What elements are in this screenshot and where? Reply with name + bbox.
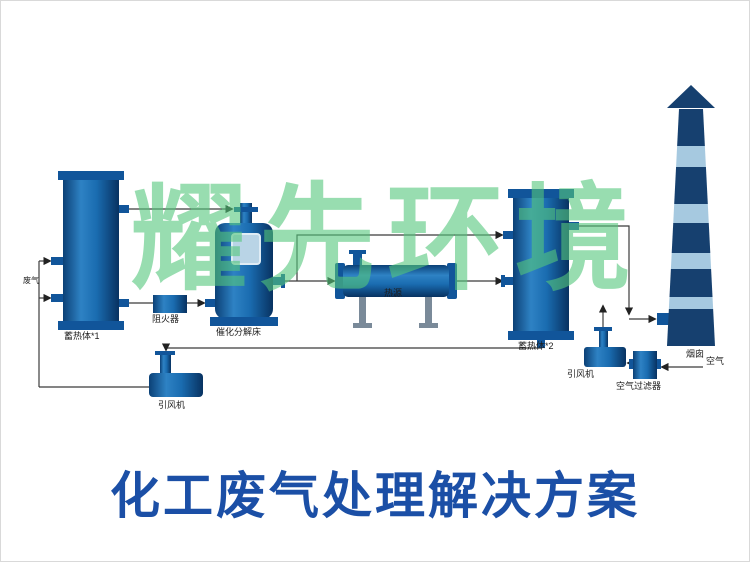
catalytic-bed-vessel bbox=[205, 203, 285, 326]
regenerator2-label: 蓄热体*2 bbox=[518, 341, 554, 351]
catalytic-bed-label: 催化分解床 bbox=[216, 327, 262, 337]
regenerator1-vessel bbox=[51, 171, 129, 330]
heat-source-unit bbox=[335, 250, 457, 328]
induced-fan1-label: 引风机 bbox=[158, 400, 186, 410]
pipe-recirculation bbox=[161, 340, 542, 352]
air-filter-label: 空气过滤器 bbox=[616, 381, 662, 391]
air-filter-unit bbox=[629, 351, 661, 379]
heat-source-label: 热源 bbox=[384, 288, 403, 298]
air-label: 空气 bbox=[706, 356, 725, 366]
chimney-stack bbox=[657, 85, 715, 346]
page-title: 化工废气处理解决方案 bbox=[110, 468, 640, 524]
induced-fan1-unit bbox=[149, 351, 203, 397]
regenerator1-label: 蓄热体*1 bbox=[64, 331, 100, 341]
regenerator2-vessel bbox=[501, 189, 579, 348]
pipe-reg2-top-out bbox=[579, 225, 634, 316]
waste-gas-label: 废气 bbox=[23, 276, 39, 285]
chimney-label: 烟囱 bbox=[686, 349, 705, 359]
induced-fan2-label: 引风机 bbox=[567, 369, 595, 379]
pipe-bypass-up bbox=[296, 230, 504, 281]
flame-arrester-label: 阻火器 bbox=[152, 314, 180, 324]
piping bbox=[38, 204, 703, 388]
induced-fan2-unit bbox=[584, 327, 626, 367]
flame-arrester-box bbox=[153, 295, 187, 313]
